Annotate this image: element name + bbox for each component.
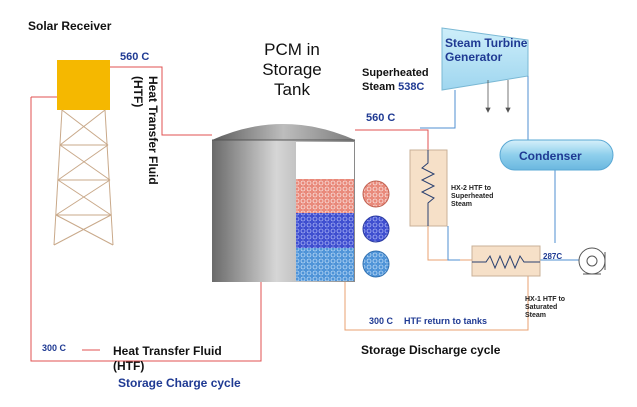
tank-dome <box>212 124 355 140</box>
pump <box>578 247 606 275</box>
steam-turbine-label: Steam Turbine Generator <box>445 36 527 64</box>
hx2-exchanger <box>409 149 448 227</box>
pcm-layer-salmon <box>296 179 354 213</box>
pcm-title-line1: PCM in <box>264 40 320 59</box>
hx1-line1: HX-1 HTF to <box>525 296 566 303</box>
hx1-line2: Saturated <box>525 304 558 311</box>
storage-charge-label: Storage Charge cycle <box>118 376 241 390</box>
left-temp-label: 300 C <box>42 343 67 353</box>
superheated-line2: Steam <box>362 81 399 93</box>
hx2-label: HX-2 HTF to Superheated Steam <box>451 185 493 209</box>
receiver-yellow-block <box>57 60 110 110</box>
pcm-capsule-blue <box>362 215 390 243</box>
pcm-tank-title: PCM in Storage Tank <box>257 40 327 100</box>
storage-tank <box>212 124 355 282</box>
htf-vertical-label-1: Heat Transfer Fluid <box>146 76 160 185</box>
steam-turbine-line2: Generator <box>445 50 503 64</box>
turbine-exhaust-arrows <box>485 80 511 113</box>
pcm-layer-lightblue <box>296 248 354 281</box>
return-temp-label: 300 C <box>369 316 394 326</box>
htf-return-label: HTF return to tanks <box>404 316 488 326</box>
hx2-line2: Superheated <box>451 193 494 200</box>
pcm-capsule-salmon <box>362 180 390 208</box>
superheated-temp: 538C <box>398 81 425 93</box>
htf-vertical-label-2: (HTF) <box>131 76 145 108</box>
pcm-layer-blue <box>296 213 354 248</box>
hx1-label: HX-1 HTF to Saturated Steam <box>525 296 565 320</box>
htf-bottom-label: Heat Transfer Fluid (HTF) <box>113 344 222 374</box>
steam-pipes <box>420 76 585 261</box>
hx1-exchanger <box>471 245 541 277</box>
receiver-temp-label: 560 C <box>120 51 150 63</box>
solar-receiver-label: Solar Receiver <box>28 19 112 33</box>
hx1-line3: Steam <box>525 312 547 319</box>
hx2-line1: HX-2 HTF to <box>451 185 492 192</box>
tank-white-layer <box>296 142 354 179</box>
superheated-line1: Superheated <box>362 67 429 79</box>
condenser <box>499 139 614 171</box>
pcm-capsules <box>362 180 390 278</box>
tank-outlet-temp-label: 560 C <box>366 112 396 124</box>
storage-discharge-label: Storage Discharge cycle <box>361 343 501 357</box>
pcm-capsule-lightblue <box>362 250 390 278</box>
hx2-line3: Steam <box>451 201 473 208</box>
condenser-label: Condenser <box>519 149 582 163</box>
htf-bottom-line2: (HTF) <box>113 359 145 373</box>
htf-bottom-line1: Heat Transfer Fluid <box>113 344 222 358</box>
charge-pipes <box>30 66 262 362</box>
pump-temp-label: 287C <box>543 252 563 261</box>
pcm-title-line2: Storage <box>262 60 322 79</box>
superheated-steam-label: Superheated Steam 538C <box>362 66 429 94</box>
solar-receiver-tower <box>53 60 114 246</box>
pcm-title-line3: Tank <box>274 80 310 99</box>
steam-turbine-line1: Steam Turbine <box>445 36 528 50</box>
